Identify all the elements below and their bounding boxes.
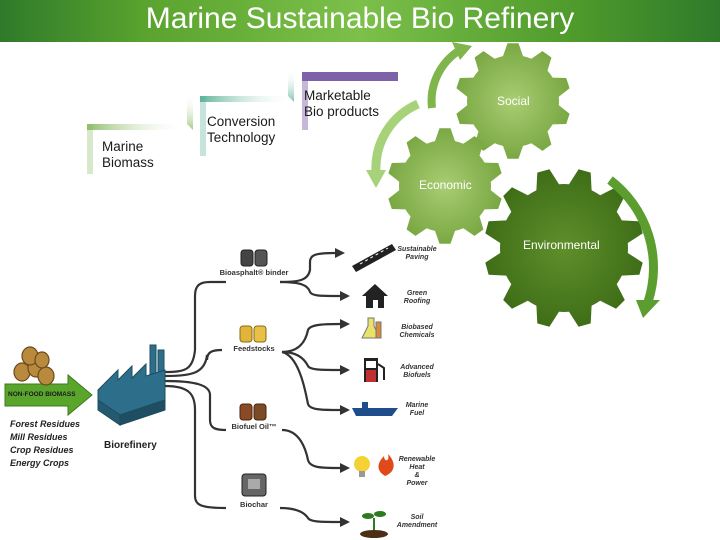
logs-icon [13,346,55,386]
residue-mill: Mill Residues [10,432,68,442]
cycle-arrow-right [607,176,659,304]
intermediate-feedstocks: Feedstocks [233,344,275,353]
step-3-bar [302,72,398,81]
gearEconomic-body [388,128,502,244]
biofuel-oil-barrels-icon [239,403,267,421]
cycle-arrowhead-right [636,300,660,318]
residue-energy-crops: Energy Crops [10,458,70,468]
intermediate-biofuel-oil: Biofuel Oil™ [231,422,277,431]
intermediate-biochar: Biochar [240,500,268,509]
step-2-bar [200,96,294,102]
cycle-arrow-left [371,99,420,173]
sprout-icon [360,511,388,538]
gear-social-label: Social [497,94,530,108]
cycle-arrowhead-top [452,42,472,60]
biochar-bag-icon [241,473,267,497]
intermediate-bioasphalt: Bioasphalt® binder [219,268,289,277]
fuel-pump-icon [364,358,385,382]
residue-forest: Forest Residues [10,419,81,429]
bioasphalt-barrels-icon [240,249,268,267]
gear-environmental-icon [485,169,643,327]
step-1-riser [187,94,193,130]
paving-icon [352,244,396,272]
bulb-flame-icon [354,454,394,477]
ship-icon [352,402,398,416]
step-1-bar [87,124,187,130]
biorefinery-label: Biorefinery [104,440,157,451]
page-title: Marine Sustainable Bio Refinery [145,2,575,35]
feedstocks-barrels-icon [239,325,267,343]
cycle-arrow-top [427,46,463,109]
input-arrow-label: NON-FOOD BIOMASS [8,391,76,398]
connector-lines [164,251,341,524]
cycle-arrowhead-left [366,170,386,188]
biorefinery-factory-icon [97,344,166,426]
step-2-riser [288,70,294,102]
flask-icon [361,317,382,339]
gear-economic-icon [388,128,502,244]
gearEnv-body [485,169,643,327]
title-banner: Marine Sustainable Bio Refinery [0,0,720,42]
non-food-biomass-arrow [4,373,93,417]
gearSocial-body [456,43,570,159]
house-icon [362,284,388,308]
gear-economic-label: Economic [419,178,472,192]
residue-crop: Crop Residues [10,445,74,455]
gear-environmental-label: Environmental [523,238,600,252]
gear-social-icon [456,43,570,159]
